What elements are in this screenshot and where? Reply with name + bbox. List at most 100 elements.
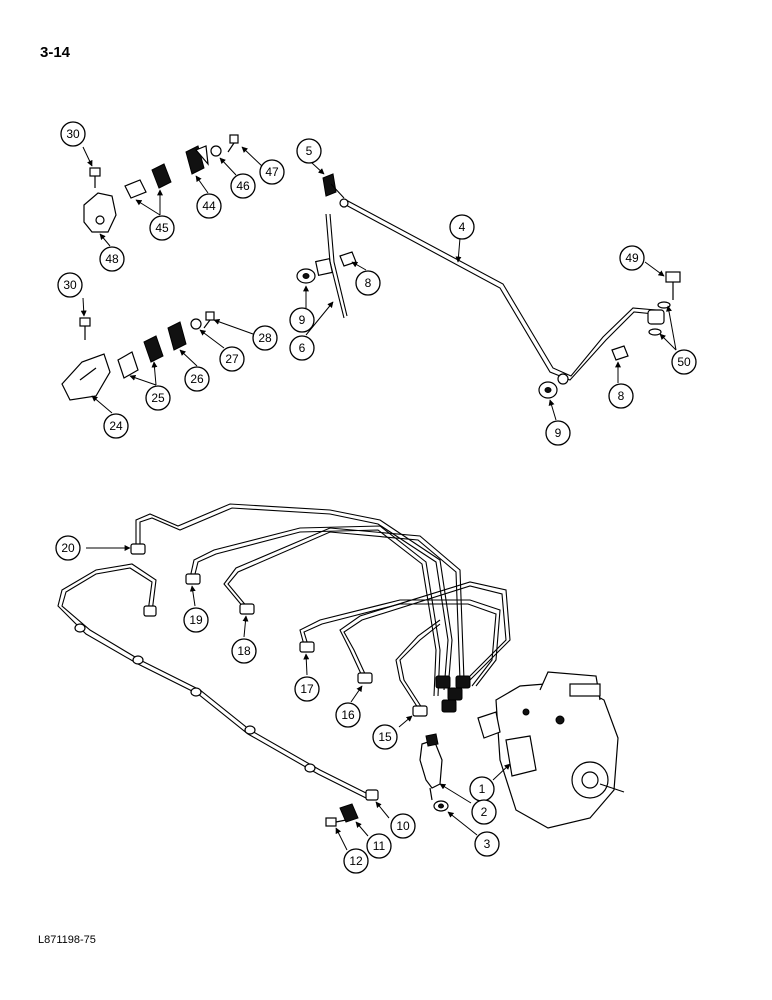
callout-3: 3 bbox=[474, 831, 500, 857]
leak-off-pipe-4 bbox=[339, 198, 657, 385]
callout-45: 45 bbox=[149, 215, 175, 241]
callout-20: 20 bbox=[55, 535, 81, 561]
svg-text:15: 15 bbox=[378, 730, 392, 744]
svg-text:1: 1 bbox=[479, 782, 486, 796]
callout-50: 50 bbox=[671, 349, 697, 375]
svg-text:12: 12 bbox=[349, 854, 363, 868]
leader-lines bbox=[80, 146, 677, 851]
svg-text:25: 25 bbox=[151, 391, 165, 405]
bolt-8-lower bbox=[611, 345, 629, 361]
svg-text:30: 30 bbox=[63, 278, 77, 292]
leak-off-line-10 bbox=[57, 563, 379, 801]
callout-8-lower: 8 bbox=[608, 383, 634, 409]
figure-code: L871198-75 bbox=[38, 934, 96, 946]
callout-6: 6 bbox=[289, 335, 315, 361]
svg-text:8: 8 bbox=[365, 276, 372, 290]
callout-44: 44 bbox=[196, 193, 222, 219]
callout-19: 19 bbox=[183, 607, 209, 633]
callout-46: 46 bbox=[230, 173, 256, 199]
svg-text:6: 6 bbox=[299, 341, 306, 355]
bolt-28 bbox=[203, 311, 215, 329]
callout-47: 47 bbox=[259, 159, 285, 185]
svg-text:3: 3 bbox=[484, 837, 491, 851]
svg-text:26: 26 bbox=[190, 372, 204, 386]
svg-text:49: 49 bbox=[625, 251, 639, 265]
svg-text:46: 46 bbox=[236, 179, 250, 193]
clamp-45 bbox=[124, 163, 172, 199]
clamp-25 bbox=[117, 335, 164, 379]
callout-27: 27 bbox=[219, 346, 245, 372]
banjo-fitting-11 bbox=[339, 803, 359, 823]
grommet-9-upper bbox=[296, 268, 316, 284]
svg-text:2: 2 bbox=[481, 805, 488, 819]
callout-18: 18 bbox=[231, 638, 257, 664]
fuel-injection-pump-1 bbox=[477, 671, 625, 829]
svg-text:47: 47 bbox=[265, 165, 279, 179]
svg-text:20: 20 bbox=[61, 541, 75, 555]
nut-46 bbox=[210, 145, 222, 157]
svg-text:18: 18 bbox=[237, 644, 251, 658]
callout-9-upper: 9 bbox=[289, 307, 315, 333]
svg-text:45: 45 bbox=[155, 221, 169, 235]
callout-4: 4 bbox=[449, 214, 475, 240]
svg-text:30: 30 bbox=[66, 127, 80, 141]
callout-25: 25 bbox=[145, 385, 171, 411]
bracket-24 bbox=[61, 353, 111, 401]
svg-text:10: 10 bbox=[396, 819, 410, 833]
bolt-30-upper bbox=[89, 167, 101, 188]
injection-line-18 bbox=[223, 527, 465, 681]
bolt-8-upper bbox=[339, 251, 357, 267]
svg-text:4: 4 bbox=[459, 220, 466, 234]
callout-8-upper: 8 bbox=[355, 270, 381, 296]
svg-text:5: 5 bbox=[306, 144, 313, 158]
svg-text:50: 50 bbox=[677, 355, 691, 369]
callout-2: 2 bbox=[471, 799, 497, 825]
svg-text:27: 27 bbox=[225, 352, 239, 366]
callout-10: 10 bbox=[390, 813, 416, 839]
bolt-47 bbox=[227, 134, 239, 153]
callout-48: 48 bbox=[99, 246, 125, 272]
svg-text:48: 48 bbox=[105, 252, 119, 266]
callout-11: 11 bbox=[366, 833, 392, 859]
nut-27 bbox=[190, 318, 202, 330]
svg-text:9: 9 bbox=[555, 426, 562, 440]
bolt-12 bbox=[325, 817, 347, 827]
nut-3 bbox=[433, 800, 449, 812]
clamp-plate-26 bbox=[167, 321, 187, 351]
injection-line-17 bbox=[299, 599, 501, 687]
banjo-bolt-49 bbox=[665, 271, 681, 300]
pump-outlets bbox=[435, 675, 471, 713]
callout-15: 15 bbox=[372, 724, 398, 750]
svg-text:44: 44 bbox=[202, 199, 216, 213]
callout-28: 28 bbox=[252, 325, 278, 351]
callout-16: 16 bbox=[335, 702, 361, 728]
callout-49: 49 bbox=[619, 245, 645, 271]
fitting-5 bbox=[322, 173, 345, 199]
svg-text:17: 17 bbox=[300, 682, 314, 696]
callout-9-lower: 9 bbox=[545, 420, 571, 446]
support-6 bbox=[314, 213, 348, 319]
callout-24: 24 bbox=[103, 413, 129, 439]
callout-17: 17 bbox=[294, 676, 320, 702]
washers-50 bbox=[647, 301, 671, 336]
clamp-plate-44 bbox=[185, 145, 209, 175]
svg-text:24: 24 bbox=[109, 419, 123, 433]
injection-line-19 bbox=[185, 525, 441, 697]
svg-text:9: 9 bbox=[299, 313, 306, 327]
callout-1: 1 bbox=[469, 776, 495, 802]
svg-text:8: 8 bbox=[618, 389, 625, 403]
callout-12: 12 bbox=[343, 848, 369, 874]
callout-5: 5 bbox=[296, 138, 322, 164]
svg-text:28: 28 bbox=[258, 331, 272, 345]
injection-line-16 bbox=[339, 581, 511, 684]
svg-text:11: 11 bbox=[373, 839, 386, 853]
bolt-30-lower bbox=[79, 317, 91, 340]
grommet-9-lower bbox=[538, 381, 558, 399]
callout-26: 26 bbox=[184, 366, 210, 392]
bracket-48 bbox=[83, 192, 117, 233]
injection-line-15 bbox=[395, 619, 441, 717]
callout-30-lower: 30 bbox=[57, 272, 83, 298]
svg-text:16: 16 bbox=[341, 708, 355, 722]
page-number: 3-14 bbox=[40, 44, 71, 61]
